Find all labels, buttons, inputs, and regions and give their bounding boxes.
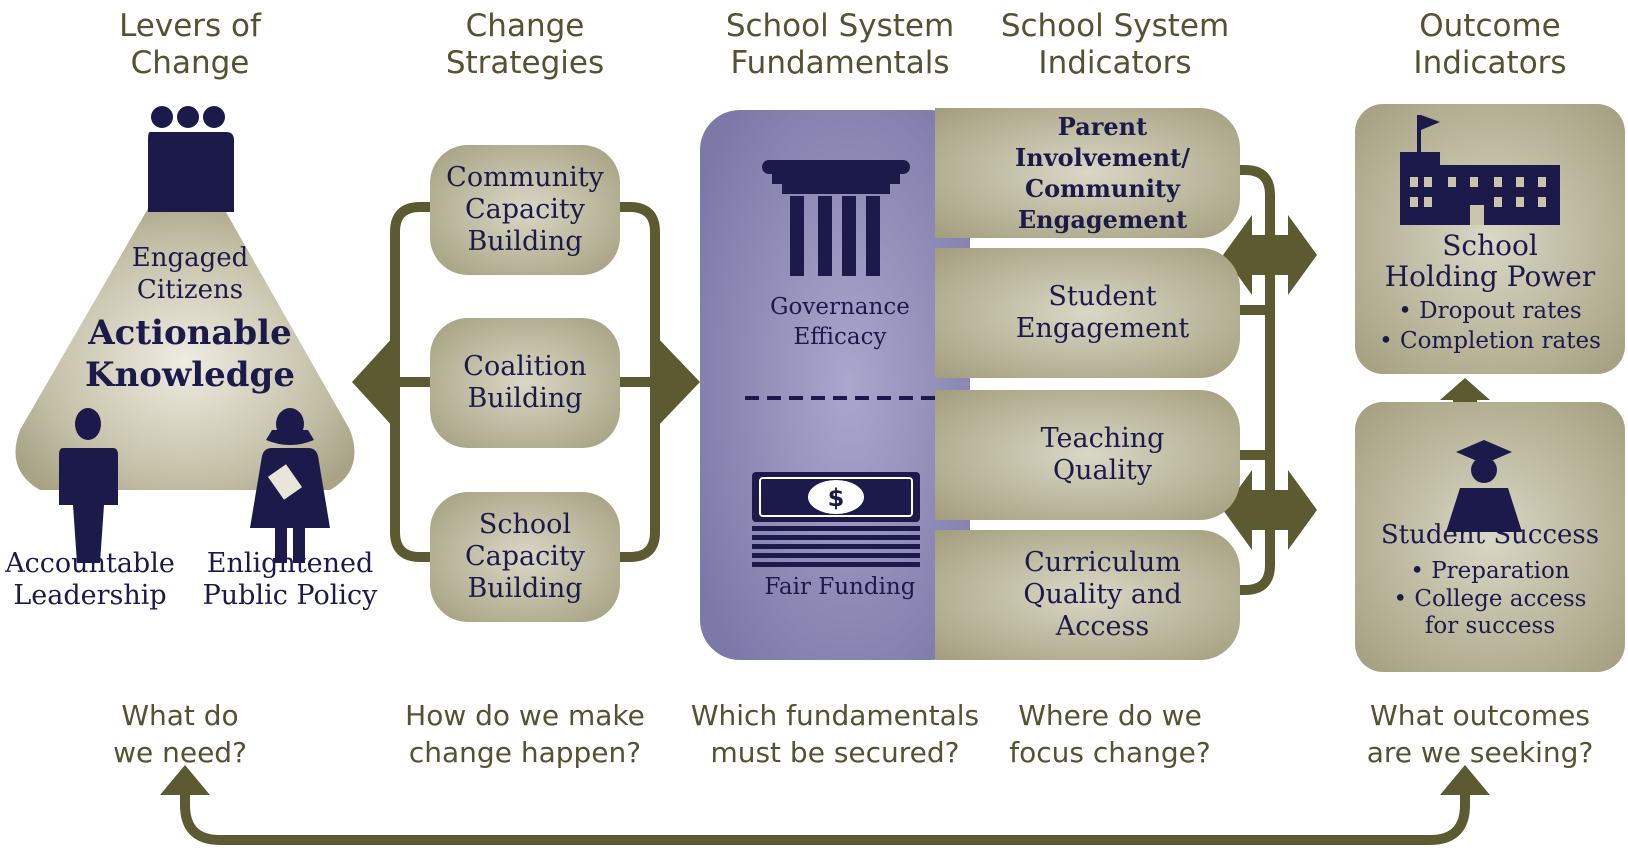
woman-icon (250, 408, 330, 563)
actionable-knowledge-label: Actionable Knowledge (85, 313, 295, 395)
left-arrowhead (352, 335, 395, 429)
holding-bullet-completion: • Completion rates (1379, 328, 1601, 354)
indicator-student-engagement: Student Engagement (935, 248, 1240, 378)
governance-efficacy-label: Governance Efficacy (770, 294, 910, 350)
indicator-parent-involvement: Parent Involvement/ Community Engagement (935, 108, 1240, 238)
strategy-coalition-building: Coalition Building (430, 318, 620, 448)
lower-double-arrow (1223, 470, 1317, 550)
strategy-community-capacity: Community Capacity Building (430, 145, 620, 275)
holding-bullet-dropout: • Dropout rates (1398, 298, 1582, 324)
holding-power-title: School Holding Power (1384, 229, 1596, 293)
indicator-curriculum-quality: Curriculum Quality and Access (935, 530, 1240, 660)
outcome-holding-power-box (1355, 104, 1625, 374)
accountable-leadership-label: Accountable Leadership (5, 548, 175, 611)
fair-funding-label: Fair Funding (764, 574, 916, 600)
man-icon (59, 408, 118, 563)
strategy-school-capacity: School Capacity Building (430, 492, 620, 622)
success-bullet-college: • College access for success (1393, 586, 1587, 639)
group-icon (148, 106, 234, 212)
fundamentals-panel (700, 110, 970, 660)
column-icon (762, 160, 910, 276)
question-indicators: Where do we focus change? (1009, 699, 1211, 769)
question-strategies: How do we make change happen? (405, 699, 645, 769)
question-levers: What do we need? (113, 699, 247, 769)
loop-arrow (180, 790, 1470, 845)
heading-fundamentals: School System Fundamentals (725, 8, 955, 81)
heading-levers: Levers of Change (119, 8, 261, 81)
success-bullet-preparation: • Preparation (1410, 558, 1570, 584)
right-arrowhead (655, 335, 700, 429)
student-success-title: Student Success (1380, 520, 1600, 550)
heading-outcomes: Outcome Indicators (1413, 8, 1567, 81)
heading-strategies: Change Strategies (445, 8, 605, 81)
money-icon: $ (752, 472, 920, 567)
engaged-citizens-label: Engaged Citizens (131, 243, 249, 305)
indicator-teaching-quality: Teaching Quality (935, 390, 1240, 520)
question-outcomes: What outcomes are we seeking? (1366, 699, 1594, 769)
svg-text:$: $ (828, 484, 845, 512)
question-fundamentals: Which fundamentals must be secured? (690, 699, 980, 769)
enlightened-policy-label: Enlightened Public Policy (202, 548, 378, 611)
upper-double-arrow (1223, 215, 1317, 295)
heading-indicators: School System Indicators (1000, 8, 1230, 81)
